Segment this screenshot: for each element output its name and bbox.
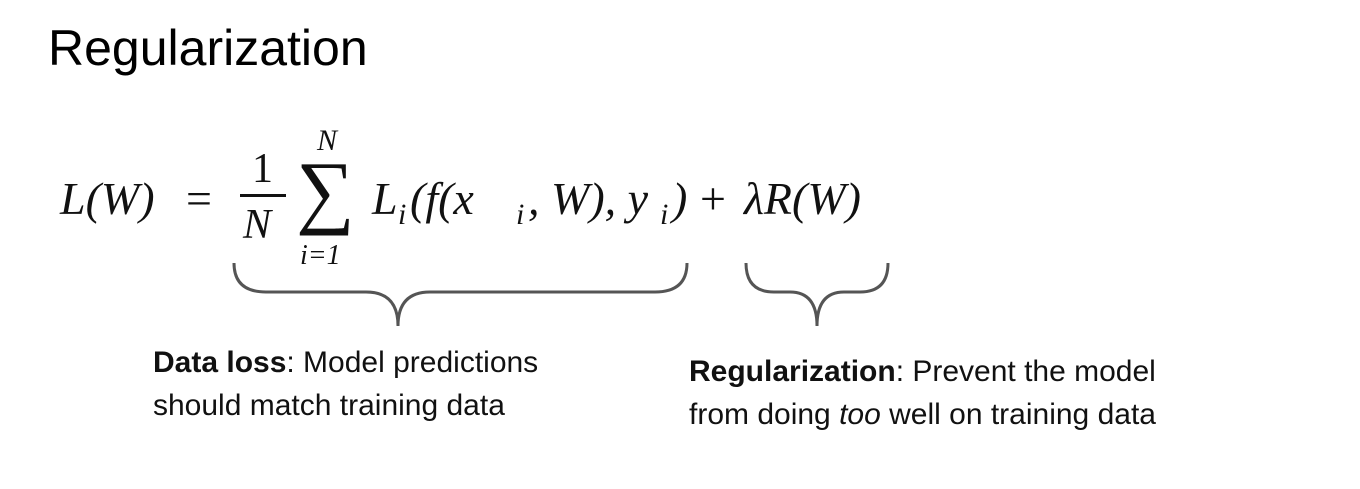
data-term-args-open: (f(x [410, 173, 474, 224]
data-loss-brace [232, 262, 689, 327]
regularization-term: λR(W) [744, 173, 861, 224]
regularization-text-2a: from doing [689, 398, 840, 431]
sum-lower-limit: i=1 [300, 240, 341, 271]
y-subscript: i [660, 198, 669, 231]
data-loss-term: Data loss [153, 346, 287, 379]
formula-plus: + [700, 173, 726, 224]
regularization-line-1: Regularization: Prevent the model [689, 350, 1156, 393]
sum-symbol: ∑ [296, 145, 355, 236]
data-term-args-close: ) [672, 173, 688, 224]
fraction-denominator: N [243, 202, 272, 248]
data-loss-text-2: should match training data [153, 389, 505, 422]
data-term-args-mid: , W), y [528, 173, 649, 224]
regularization-brace [744, 262, 890, 327]
slide-title: Regularization [48, 20, 368, 76]
regularization-annotation: Regularization: Prevent the model from d… [689, 350, 1156, 436]
regularization-line-2: from doing too well on training data [689, 393, 1156, 436]
regularization-text-1: : Prevent the model [895, 355, 1156, 388]
data-term-L-subscript: i [398, 198, 407, 231]
sum-upper-limit: N [317, 124, 338, 157]
formula-lhs: L(W) [60, 173, 155, 224]
data-loss-annotation: Data loss: Model predictions should matc… [153, 341, 538, 427]
formula-equals: = [186, 173, 212, 224]
regularization-emphasis: too [839, 398, 881, 431]
data-loss-line-1: Data loss: Model predictions [153, 341, 538, 384]
data-loss-text-1: : Model predictions [286, 346, 539, 379]
data-term-L: L [372, 173, 398, 224]
x-subscript: i [516, 198, 525, 231]
fraction-bar [240, 194, 286, 197]
regularization-term-label: Regularization [689, 355, 896, 388]
regularization-text-2b: well on training data [880, 398, 1156, 431]
fraction-numerator: 1 [252, 146, 273, 192]
